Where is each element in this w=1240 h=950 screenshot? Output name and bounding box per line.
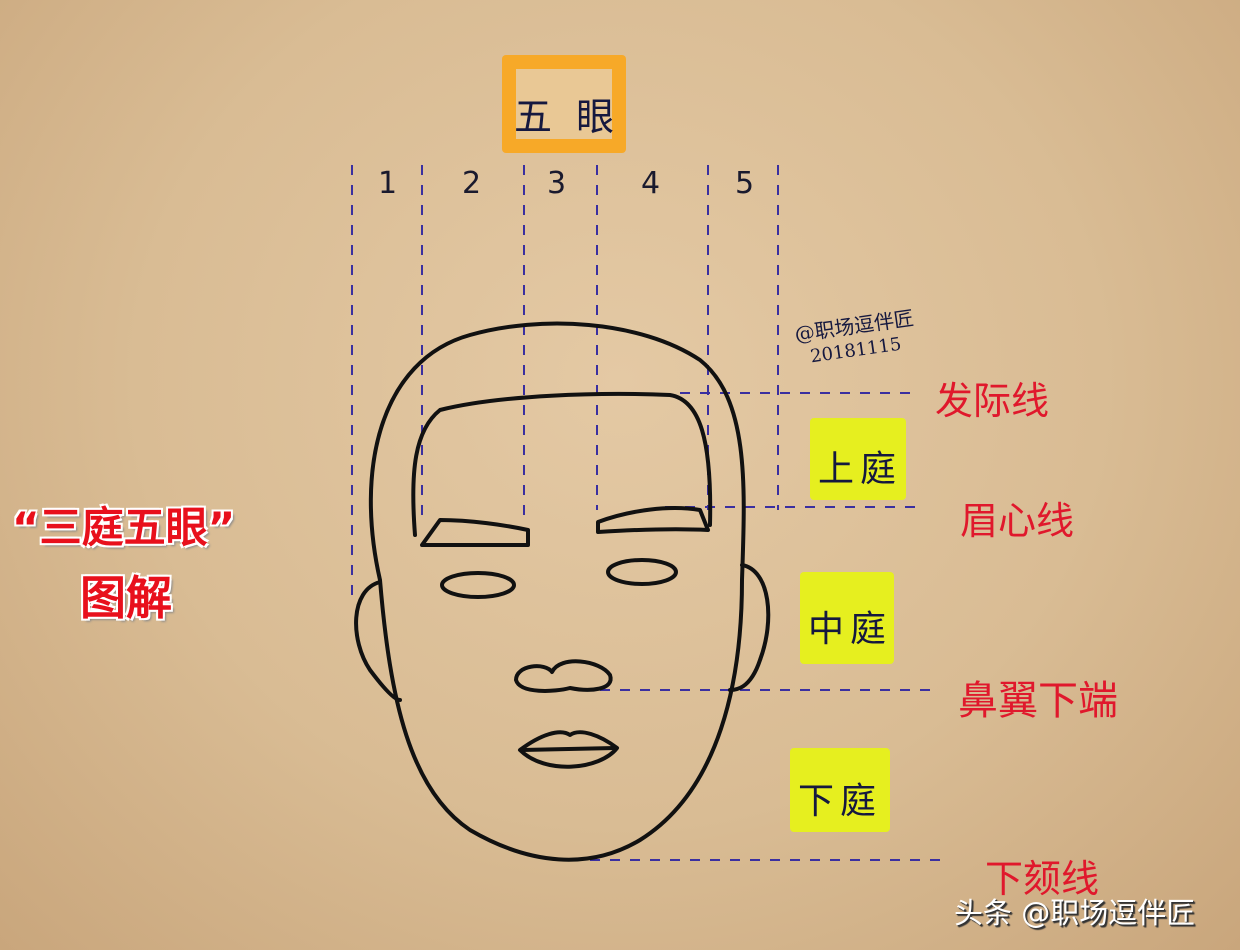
section-label-middle: 中庭 — [808, 609, 893, 650]
column-label-3: 3 — [547, 166, 567, 201]
section-highlight-middle — [800, 572, 894, 664]
section-highlight-upper — [810, 418, 906, 500]
line-label-nose: 鼻翼下端 — [958, 678, 1118, 724]
header-highlight — [502, 55, 626, 153]
main-title-line1: “三庭五眼” — [12, 503, 236, 552]
section-label-upper: 上庭 — [818, 449, 903, 490]
line-label-brow: 眉心线 — [960, 499, 1075, 543]
face-outline — [354, 321, 771, 862]
line-label-hairline: 发际线 — [935, 379, 1050, 423]
watermark: 头条 @职场逗伴匠 — [954, 896, 1196, 930]
main-title-line2: 图解 — [80, 571, 172, 625]
section-highlight-lower — [790, 748, 890, 832]
header-title: 五 眼 — [514, 95, 621, 139]
line-label-chin: 下颏线 — [985, 857, 1100, 901]
column-label-4: 4 — [641, 166, 661, 201]
column-label-5: 5 — [735, 166, 755, 201]
column-label-1: 1 — [378, 166, 398, 201]
column-label-2: 2 — [462, 166, 482, 201]
section-label-lower: 下庭 — [798, 781, 883, 822]
